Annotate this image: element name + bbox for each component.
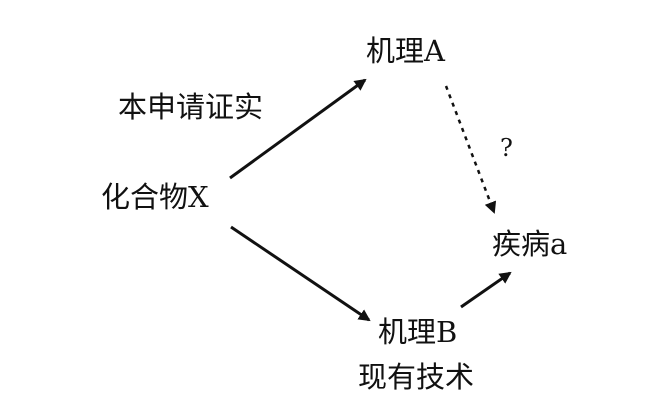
edge-label-present-application-proves: 本申请证实 (118, 90, 264, 124)
node-mechanism-b: 机理B (378, 315, 458, 349)
edge-label-prior-art: 现有技术 (358, 360, 475, 394)
arrow-compound-to-mechanism-a (229, 78, 367, 180)
arrow-compound-to-mechanism-b (230, 225, 371, 322)
node-compound-x: 化合物X (101, 180, 209, 214)
dotted-arrow-mechanism-a-to-disease (444, 85, 497, 214)
arrow-mechanism-b-to-disease (460, 271, 512, 309)
node-mechanism-a: 机理A (366, 34, 445, 68)
node-disease-a: 疾病a (492, 227, 568, 261)
edge-label-question-mark: ? (500, 134, 513, 162)
